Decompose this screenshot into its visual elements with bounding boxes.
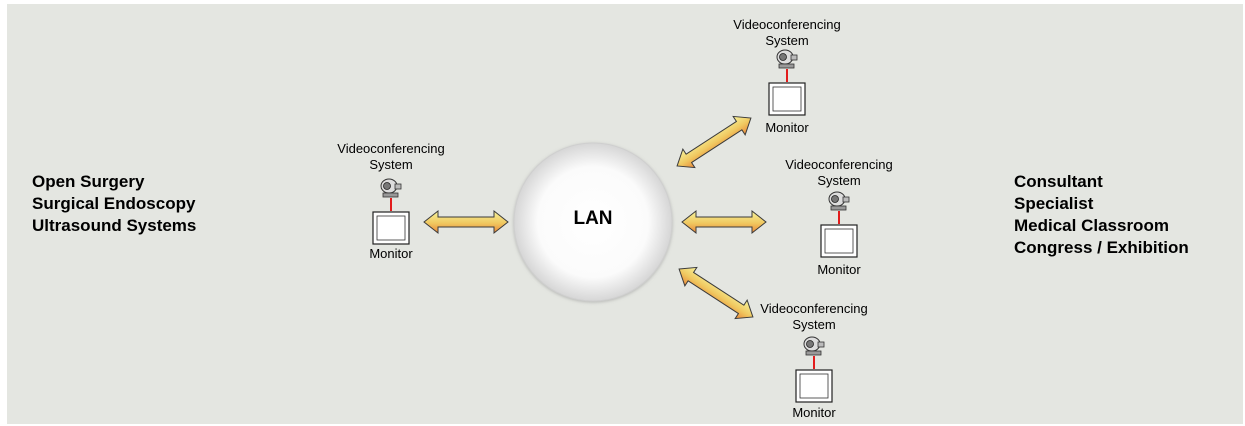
monitor-label: Monitor <box>765 120 809 135</box>
source-item: Ultrasound Systems <box>32 216 197 235</box>
system-label: Videoconferencing System <box>785 157 893 188</box>
system-label: Videoconferencing System <box>337 141 445 172</box>
destination-item: Consultant <box>1014 172 1103 191</box>
monitor-icon <box>795 369 833 403</box>
destination-item: Medical Classroom <box>1014 216 1169 235</box>
destination-item: Specialist <box>1014 194 1094 213</box>
monitor-icon <box>372 211 410 245</box>
double-arrow-icon <box>678 266 754 320</box>
lan-label: LAN <box>573 208 613 229</box>
monitor-icon <box>820 224 858 258</box>
camera-icon <box>828 191 850 211</box>
monitor-label: Monitor <box>369 246 413 261</box>
monitor-label: Monitor <box>817 262 861 277</box>
videoconferencing-node-bottom <box>795 336 833 403</box>
lan-hub <box>513 142 673 302</box>
videoconferencing-node-left <box>372 178 410 245</box>
videoconferencing-node-top <box>768 49 806 116</box>
monitor-icon <box>768 82 806 116</box>
camera-icon <box>803 336 825 356</box>
destination-item: Congress / Exhibition <box>1014 238 1189 257</box>
double-arrow-icon <box>681 209 767 235</box>
camera-icon <box>776 49 798 69</box>
source-item: Open Surgery <box>32 172 145 191</box>
camera-icon <box>380 178 402 198</box>
system-label: Videoconferencing System <box>760 301 868 332</box>
source-list: Open Surgery Surgical Endoscopy Ultrasou… <box>32 171 196 237</box>
double-arrow-icon <box>676 115 752 169</box>
double-arrow-icon <box>423 209 509 235</box>
source-item: Surgical Endoscopy <box>32 194 196 213</box>
system-label: Videoconferencing System <box>733 17 841 48</box>
monitor-label: Monitor <box>792 405 836 420</box>
destination-list: Consultant Specialist Medical Classroom … <box>1014 171 1189 259</box>
videoconferencing-node-right <box>820 191 858 258</box>
